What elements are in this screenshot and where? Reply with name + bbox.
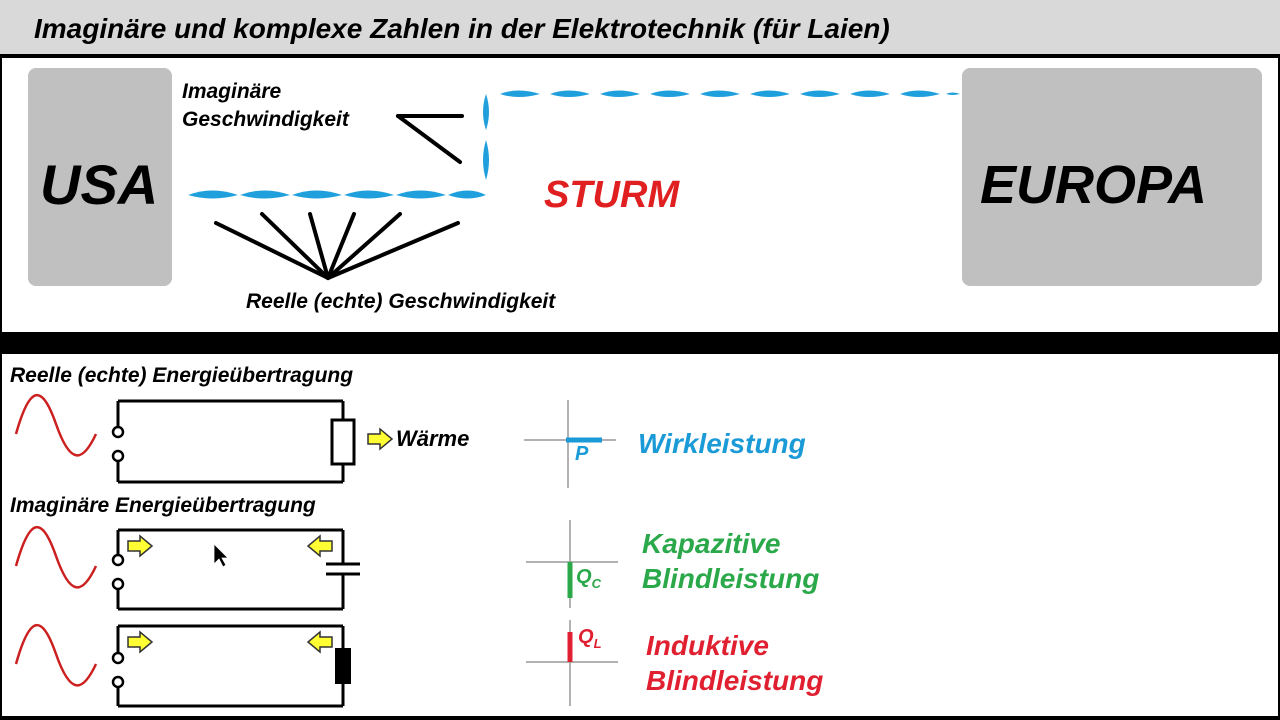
heat-arrow-icon	[367, 427, 394, 451]
phasor-ql	[526, 620, 618, 706]
energy-panel: Reelle (echte) Energieübertragung Imagin…	[2, 354, 1278, 716]
resistor-symbol	[330, 418, 356, 466]
usa-label: USA	[40, 153, 159, 216]
ind-arrow-left-icon	[306, 630, 333, 654]
ind-arrow-right-icon	[127, 630, 154, 654]
resistor-circuit	[14, 393, 394, 484]
phasor-qc	[526, 520, 618, 608]
imag-speed-label: Imaginäre Geschwindigkeit	[182, 80, 349, 131]
imag-energy-heading: Imaginäre Energieübertragung	[10, 494, 316, 517]
cap-arrow-right-icon	[127, 534, 154, 558]
sine-source-1	[14, 393, 98, 457]
real-wind-drops	[188, 190, 486, 199]
europe-label: EUROPA	[980, 155, 1208, 215]
title-bar: Imaginäre und komplexe Zahlen in der Ele…	[0, 0, 1280, 56]
inductor-symbol	[335, 648, 351, 684]
imaginary-wind-drops	[483, 94, 489, 180]
phasor-p	[524, 400, 616, 488]
circuit-diagrams	[14, 393, 618, 708]
capacitor-circuit	[14, 525, 360, 611]
qc-symbol: QC	[576, 566, 601, 591]
p-symbol: P	[575, 443, 589, 465]
page-title: Imaginäre und komplexe Zahlen in der Ele…	[34, 13, 890, 44]
ql-symbol: QL	[578, 626, 602, 651]
wind-path-diagram	[188, 90, 960, 280]
usa-box: USA	[28, 68, 172, 286]
europe-box: EUROPA	[962, 68, 1262, 286]
heat-label: Wärme	[396, 426, 470, 451]
storm-label: STURM	[544, 174, 680, 216]
real-speed-pointers	[214, 212, 460, 280]
mouse-cursor-icon	[213, 543, 229, 568]
kap-label: Kapazitive Blindleistung	[642, 528, 820, 594]
ind-label: Induktive Blindleistung	[646, 630, 824, 696]
sine-source-3	[14, 623, 98, 687]
inductor-circuit	[14, 623, 351, 708]
sine-source-2	[14, 525, 98, 589]
real-energy-heading: Reelle (echte) Energieübertragung	[10, 364, 354, 387]
analogy-panel: USA EUROPA	[2, 58, 1278, 332]
cap-arrow-left-icon	[306, 534, 333, 558]
storm-wind-drops	[500, 90, 960, 97]
imag-speed-pointer	[396, 114, 464, 164]
wirk-label: Wirkleistung	[638, 428, 806, 459]
real-speed-label: Reelle (echte) Geschwindigkeit	[246, 290, 556, 313]
